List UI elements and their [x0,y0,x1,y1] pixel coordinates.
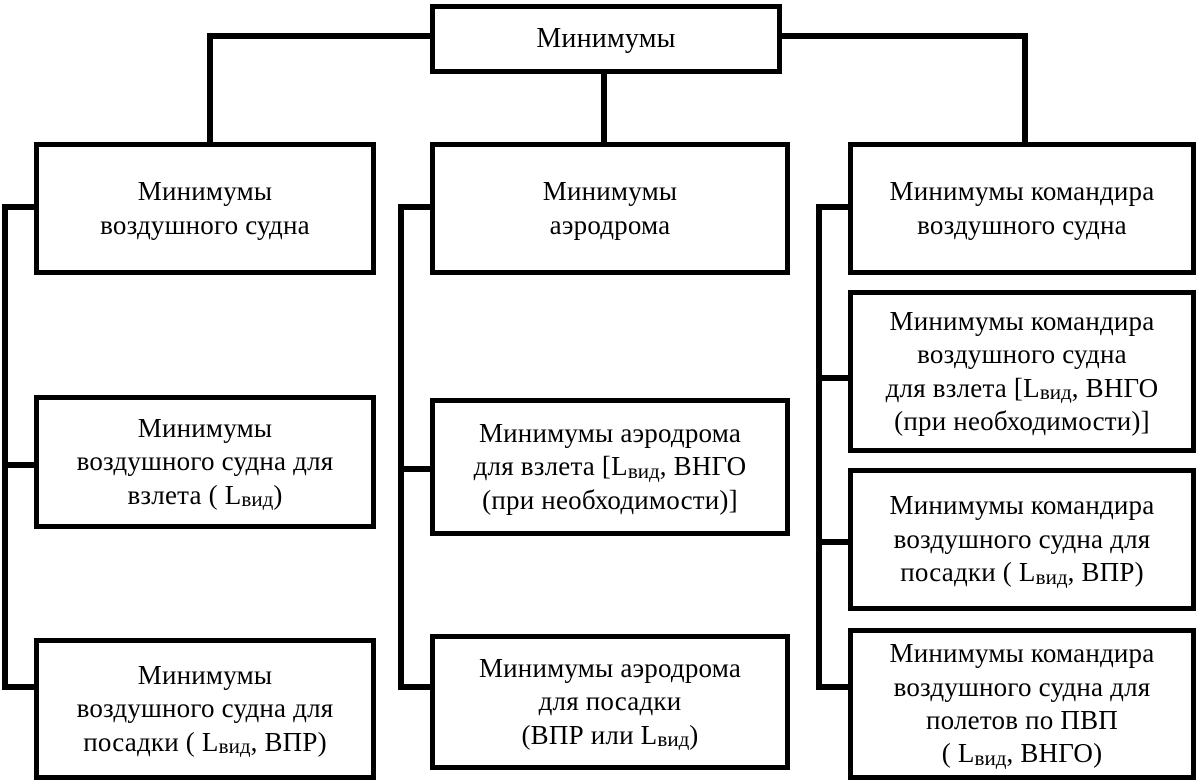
connector-stub-aircraft-0 [2,204,38,210]
connector-stub-aircraft-2 [2,684,38,690]
connector-spine-aerodrome [398,204,404,690]
connector-root-to-right-vertical [1022,33,1028,145]
connector-root-to-right-horizontal [781,33,1028,39]
connector-stub-commander-0 [816,204,852,210]
node-root-label: Минимумы [536,22,676,54]
connector-root-to-left-horizontal [207,33,433,39]
connector-stub-commander-2 [816,539,852,545]
connector-stub-commander-1 [816,375,852,381]
connector-stub-aerodrome-0 [398,204,434,210]
connector-stub-aerodrome-2 [398,684,434,690]
node-root-minimums[interactable]: Минимумы [430,4,782,74]
connector-spine-commander [816,204,822,690]
connector-stub-commander-3 [816,684,852,690]
connector-stub-aircraft-1 [2,462,38,468]
connector-root-to-left-vertical [207,33,213,145]
connector-spine-aircraft [2,204,8,690]
connector-stub-aerodrome-1 [398,466,434,472]
connector-root-to-middle-vertical [601,70,607,145]
